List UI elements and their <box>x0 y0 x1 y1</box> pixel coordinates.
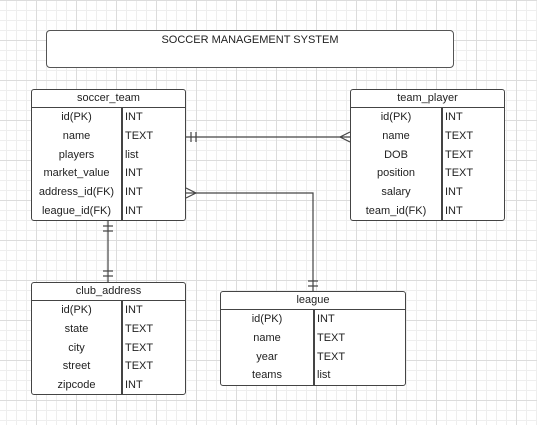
field-name: league_id(FK) <box>41 204 112 217</box>
field-type: INT <box>125 167 143 180</box>
table-soccer-team[interactable]: soccer_team id(PK) INT name TEXT players li… <box>31 89 186 221</box>
field-type: TEXT <box>445 130 474 143</box>
table-row: id(PK) INT <box>32 301 185 320</box>
field-name: id(PK) <box>61 304 92 317</box>
table-header: soccer_team <box>32 90 185 108</box>
field-type: INT <box>317 313 335 326</box>
field-type: INT <box>445 186 463 199</box>
column-divider <box>121 301 123 394</box>
field-name: address_id(FK) <box>38 186 115 199</box>
field-name: team_id(FK) <box>365 204 427 217</box>
column-divider <box>121 108 123 220</box>
field-name: year <box>256 350 278 363</box>
field-name: name <box>253 332 281 345</box>
table-row: id(PK) INT <box>221 310 405 329</box>
table-row: league_id(FK) INT <box>32 201 185 220</box>
field-type: list <box>317 369 331 382</box>
table-row: id(PK) INT <box>351 108 504 127</box>
field-type: INT <box>445 204 463 217</box>
table-row: DOB TEXT <box>351 145 504 164</box>
team-to-player-connector <box>186 131 351 143</box>
field-type: TEXT <box>445 148 474 161</box>
table-row: year TEXT <box>221 347 405 366</box>
field-type: INT <box>125 204 143 217</box>
table-header: league <box>221 292 405 310</box>
field-name: DOB <box>384 148 408 161</box>
diagram-title-box[interactable]: SOCCER MANAGEMENT SYSTEM <box>46 30 454 68</box>
field-type: TEXT <box>317 332 346 345</box>
field-name: salary <box>381 186 411 199</box>
table-header: team_player <box>351 90 504 108</box>
field-name: id(PK) <box>61 111 92 124</box>
field-name: street <box>62 360 91 373</box>
table-row: zipcode INT <box>32 376 185 394</box>
column-divider <box>313 310 315 385</box>
column-divider <box>441 108 443 220</box>
table-row: city TEXT <box>32 338 185 357</box>
field-type: TEXT <box>125 323 154 336</box>
field-name: city <box>68 341 85 354</box>
field-type: INT <box>125 186 143 199</box>
field-type: INT <box>125 111 143 124</box>
field-type: INT <box>125 379 143 392</box>
table-header: club_address <box>32 283 185 301</box>
field-type: INT <box>445 111 463 124</box>
field-type: TEXT <box>445 167 474 180</box>
field-name: name <box>62 130 91 143</box>
field-type: INT <box>125 304 143 317</box>
field-type: TEXT <box>125 130 154 143</box>
table-row: name TEXT <box>32 127 185 146</box>
table-row: state TEXT <box>32 320 185 339</box>
field-name: id(PK) <box>251 313 283 326</box>
team-to-league-connector <box>185 187 318 291</box>
table-row: name TEXT <box>351 127 504 146</box>
field-name: id(PK) <box>380 111 412 124</box>
field-name: teams <box>252 369 282 382</box>
field-name: name <box>382 130 410 143</box>
field-type: TEXT <box>317 350 346 363</box>
table-row: salary INT <box>351 183 504 202</box>
field-name: market_value <box>43 167 110 180</box>
team-to-address-connector <box>103 221 113 282</box>
diagram-title: SOCCER MANAGEMENT SYSTEM <box>161 34 339 46</box>
table-row: name TEXT <box>221 329 405 348</box>
field-type: list <box>125 148 139 161</box>
field-name: zipcode <box>57 379 96 392</box>
table-row: address_id(FK) INT <box>32 183 185 202</box>
table-row: id(PK) INT <box>32 108 185 127</box>
table-row: teams list <box>221 366 405 385</box>
table-row: position TEXT <box>351 164 504 183</box>
field-name: position <box>377 167 415 180</box>
field-type: TEXT <box>125 341 154 354</box>
table-row: team_id(FK) INT <box>351 201 504 220</box>
table-row: market_value INT <box>32 164 185 183</box>
field-name: state <box>64 323 89 336</box>
table-row: street TEXT <box>32 357 185 376</box>
field-type: TEXT <box>125 360 154 373</box>
field-name: players <box>58 148 95 161</box>
table-row: players list <box>32 145 185 164</box>
